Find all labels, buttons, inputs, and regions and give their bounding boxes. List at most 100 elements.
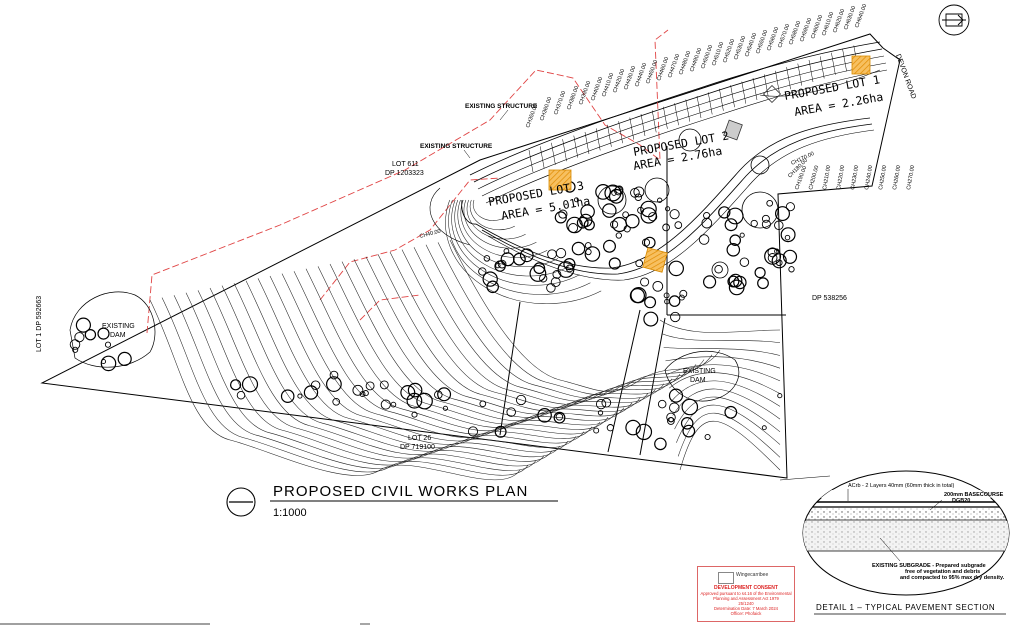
tree-symbol: [608, 257, 621, 270]
chainage-tick: [573, 135, 579, 158]
tree-symbol: [467, 426, 479, 437]
tree-symbol: [726, 207, 744, 225]
tree-symbol: [280, 389, 295, 403]
site-boundary: [40, 33, 901, 479]
tree-symbol: [533, 262, 546, 275]
tree-symbol: [702, 275, 717, 289]
existing-boundary-dashed: [146, 29, 669, 334]
tree-symbol: [625, 213, 640, 229]
section-marker-icon: [226, 487, 256, 517]
existing-dam-label: DAM: [110, 332, 126, 339]
contour-line: [672, 388, 781, 420]
chainage-tick: [741, 81, 747, 104]
tree-symbol: [553, 411, 566, 424]
tree-symbol: [780, 227, 796, 243]
tree-symbol: [547, 249, 557, 260]
consent-line: Approved pursuant to s4.16 of the Enviro…: [700, 591, 792, 596]
contour-line: [413, 247, 697, 402]
tree-symbol: [230, 379, 242, 391]
chainage-label: CH270.00: [906, 165, 916, 190]
tree-symbol: [785, 202, 795, 212]
tree-symbol: [555, 413, 564, 421]
tree-symbol: [117, 351, 132, 366]
tree-symbol: [774, 220, 784, 231]
contour-line: [437, 242, 713, 395]
chainage-tick: [775, 70, 780, 93]
tree-symbol: [630, 287, 647, 304]
chainage-label: CH210.00: [822, 165, 832, 190]
tree-symbol: [74, 332, 85, 343]
tree-symbol: [611, 216, 628, 233]
tree-symbol: [664, 298, 670, 305]
tree-symbol: [641, 238, 651, 247]
tree-symbol: [669, 402, 680, 413]
tree-symbol: [573, 197, 579, 203]
contour-line: [659, 319, 781, 333]
tree-symbol: [784, 234, 791, 241]
chainage-tick: [763, 74, 769, 97]
detail-subgrade: free of vegetation and debris: [905, 569, 980, 575]
contour-line: [466, 199, 526, 240]
tree-symbol: [75, 317, 92, 333]
chainage-tick: [831, 52, 836, 75]
tree-symbol: [739, 257, 750, 267]
tree-symbol: [665, 206, 671, 212]
existing-structure-label: EXISTING STRUCTURE: [465, 103, 538, 110]
tree-symbol: [724, 218, 738, 232]
tree-symbol: [703, 211, 711, 220]
chainage-tick: [528, 149, 534, 173]
tree-symbol: [777, 393, 783, 399]
consent-org: Wingecarribee: [736, 572, 769, 578]
existing-dam-label: EXISTING: [683, 368, 716, 375]
tree-symbol: [563, 258, 576, 271]
chainage-tick: [842, 49, 847, 72]
tree-symbol: [571, 241, 586, 256]
contour-line: [667, 364, 781, 382]
tree-symbol: [668, 295, 681, 307]
chainage-label: CH40.00: [419, 229, 442, 240]
tree-symbol: [554, 211, 567, 224]
dp1203323-label: DP 1203323: [385, 170, 424, 177]
chainage-tick: [607, 124, 612, 147]
contour-line: [401, 249, 689, 405]
chainage-tick: [551, 142, 556, 165]
tree-symbol: [633, 186, 645, 198]
tree-symbol: [663, 292, 670, 299]
contour-line: [463, 199, 537, 249]
contour-line: [425, 244, 705, 399]
tree-symbol: [329, 370, 339, 380]
detail-basecourse: DGB20: [952, 498, 970, 504]
tree-symbol: [362, 390, 369, 397]
tree-symbol: [782, 249, 798, 264]
plan-title: PROPOSED CIVIL WORKS PLAN: [273, 483, 528, 500]
chainage-tick: [696, 95, 702, 119]
building-envelopes: [548, 55, 871, 273]
tree-symbol: [558, 209, 568, 219]
tree-symbol: [359, 391, 366, 398]
chainage-label: CH400.00: [590, 76, 604, 101]
detail-subgrade: EXISTING SUBGRADE - Prepared subgrade: [872, 563, 986, 569]
chainage-label: CH220.00: [836, 165, 846, 190]
contour-line: [221, 285, 569, 456]
contour-line: [353, 259, 657, 418]
tree-symbol: [482, 271, 498, 287]
contour-line: [305, 268, 625, 432]
chainage-tick: [629, 117, 635, 140]
tree-symbol: [654, 437, 667, 451]
tree-symbol: [236, 390, 246, 400]
consent-title: DEVELOPMENT CONSENT: [714, 585, 778, 591]
tree-symbol: [303, 385, 319, 400]
tree-symbol: [416, 392, 433, 410]
contour-line: [281, 273, 609, 438]
contour-line: [451, 199, 580, 286]
pavement-section-detail: ACrb - 2 Layers 40mm (60mm thick in tota…: [779, 470, 1010, 615]
chainage-tick: [719, 88, 724, 111]
tree-symbol: [739, 232, 745, 238]
chainage-tick: [618, 121, 623, 144]
tree-symbol: [761, 214, 770, 223]
tree-symbol: [728, 279, 745, 296]
contour-line: [448, 199, 591, 295]
tree-symbol: [704, 433, 711, 441]
tree-symbol: [97, 327, 110, 340]
tree-symbol: [644, 177, 670, 203]
